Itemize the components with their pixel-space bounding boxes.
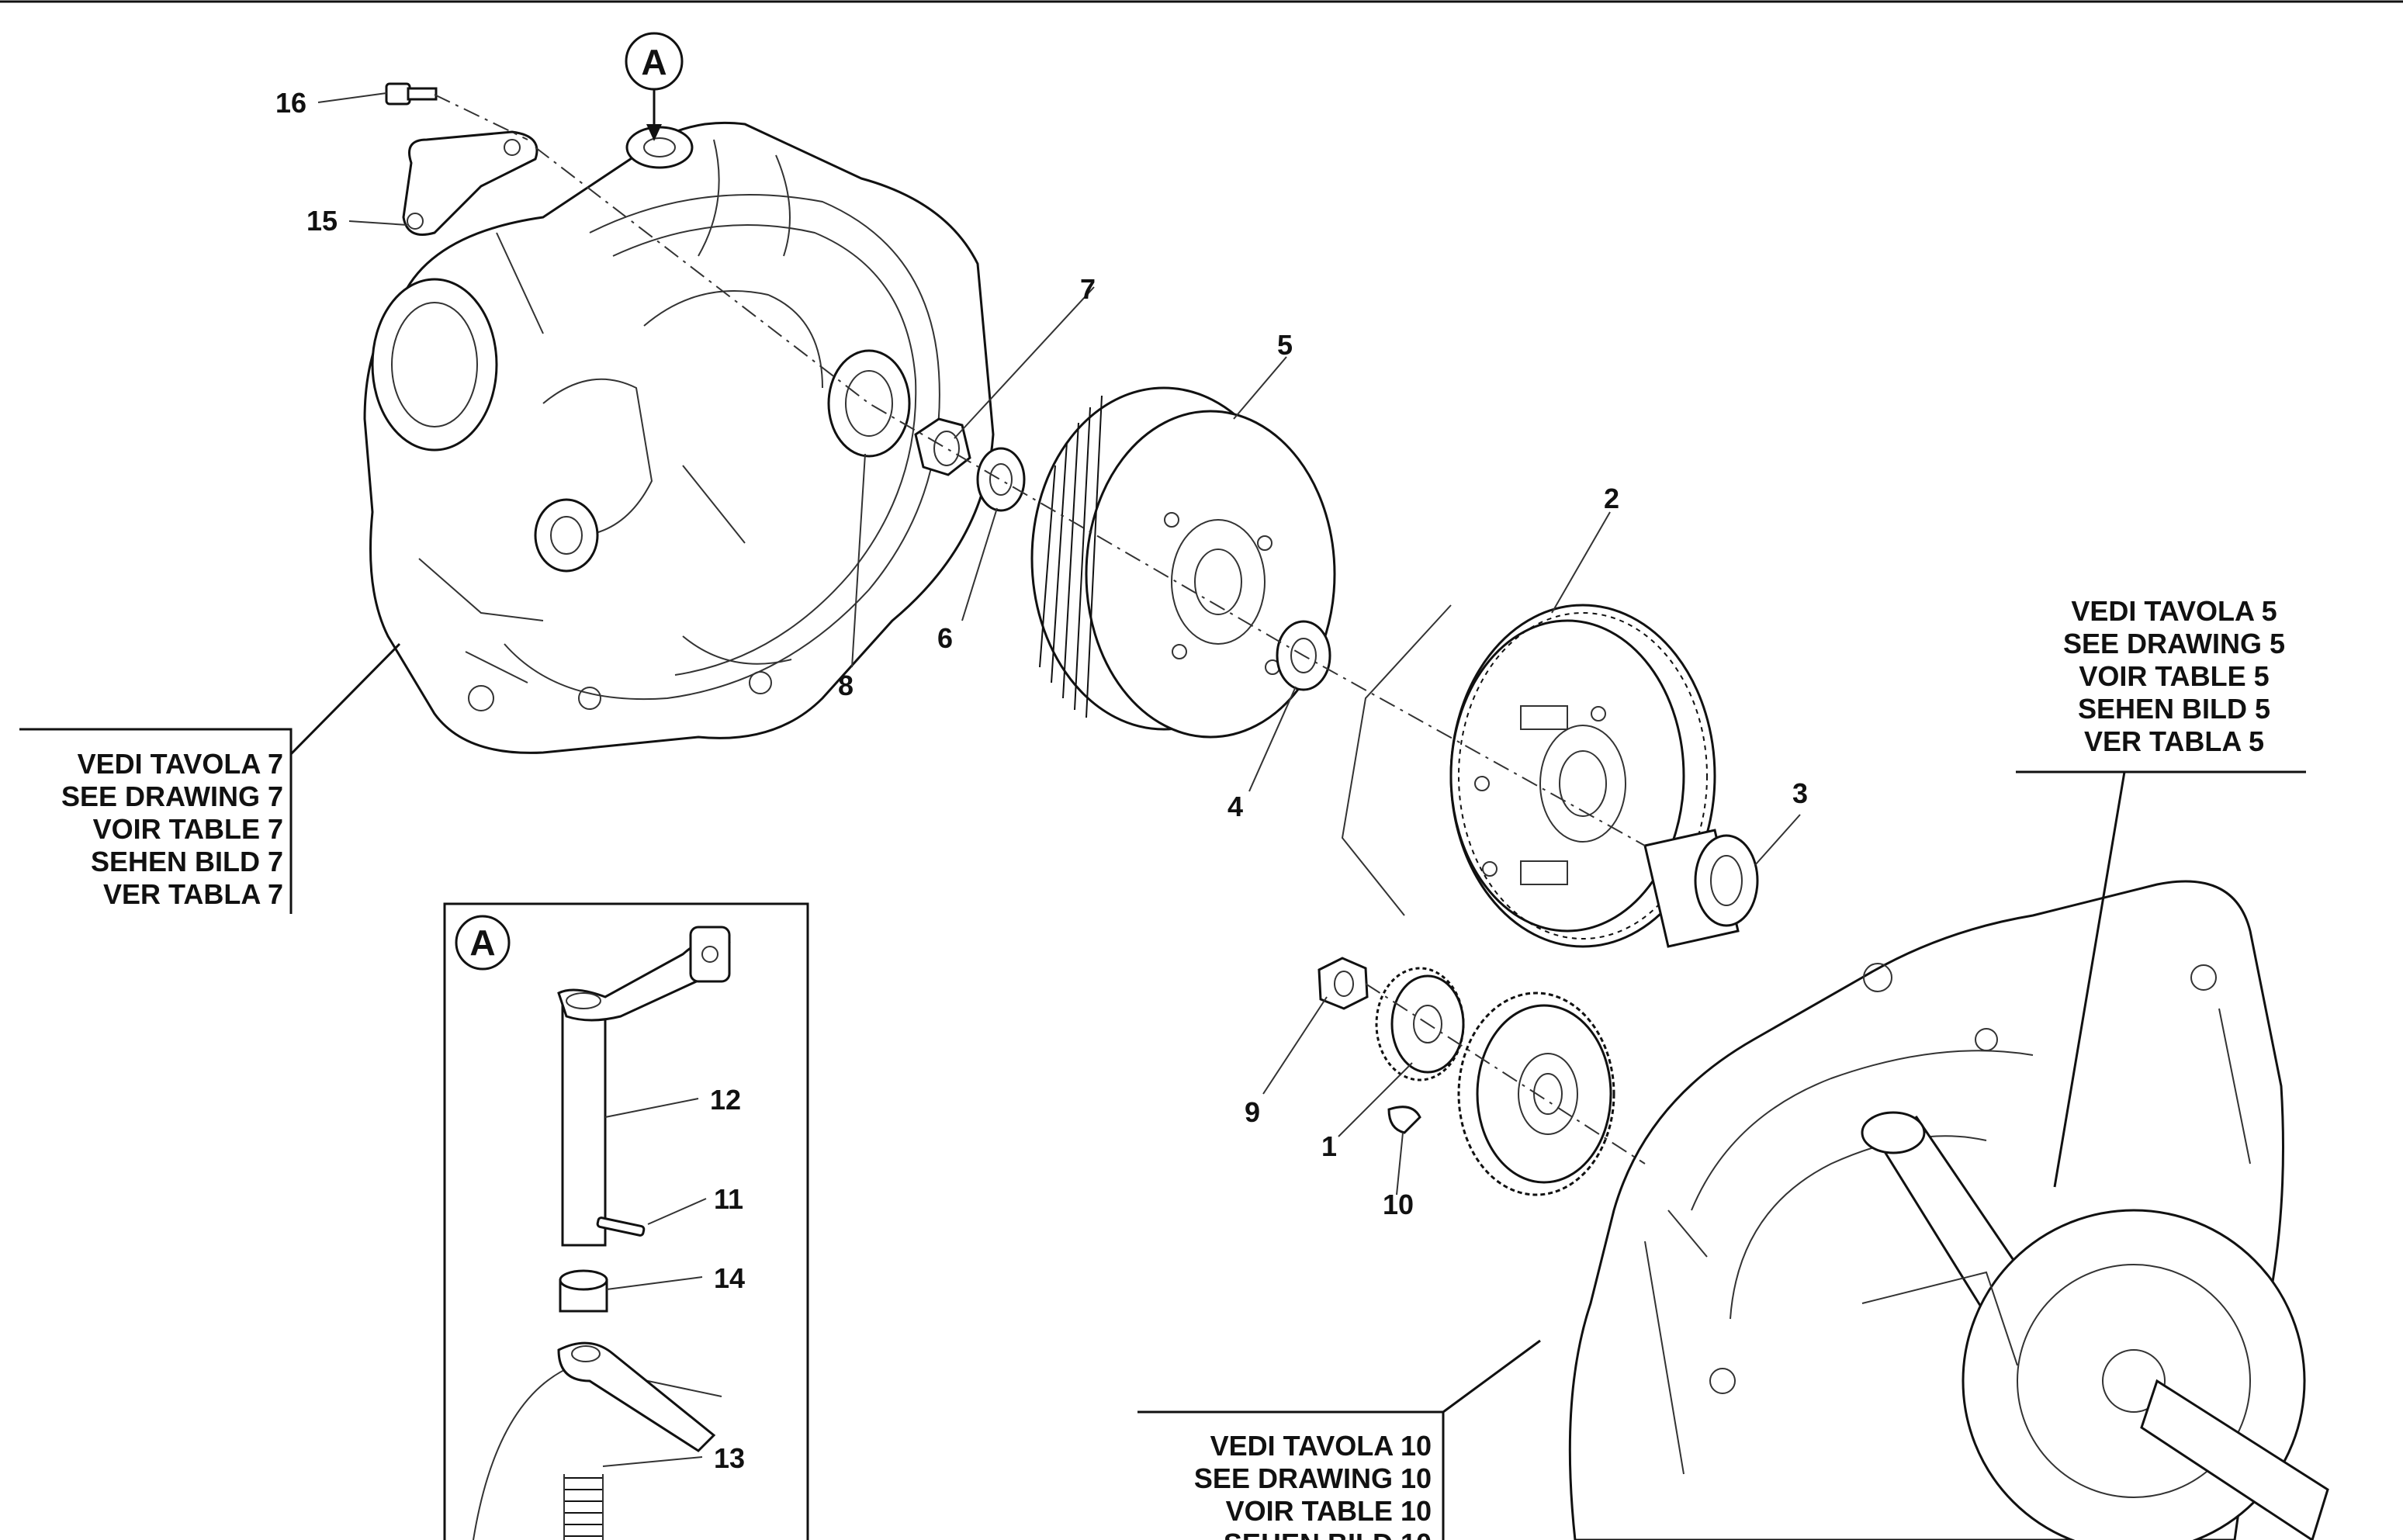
callout-12: 12	[710, 1084, 741, 1116]
callout-5: 5	[1277, 329, 1293, 361]
callout-10: 10	[1383, 1189, 1414, 1220]
ref7-line-3: VOIR TABLE 7	[93, 813, 283, 845]
washer-6-drawing	[976, 447, 1026, 512]
callout-numbers: 16 15 7 5 2 6 8 4 3 9 1 10 12 11 14 13	[275, 87, 1808, 1474]
callout-11: 11	[714, 1183, 743, 1215]
ref7-line-1: VEDI TAVOLA 7	[78, 748, 283, 780]
callout-13: 13	[714, 1442, 745, 1474]
ref5-line-3: VOIR TABLE 5	[2079, 660, 2269, 692]
ref7-line-4: SEHEN BILD 7	[91, 846, 283, 877]
inset-detail-a: A	[443, 902, 809, 1540]
bushing-3-drawing	[1643, 829, 1759, 948]
reference-drawing-5: VEDI TAVOLA 5 SEE DRAWING 5 VOIR TABLE 5…	[2016, 595, 2306, 1188]
callout-16: 16	[275, 87, 306, 119]
ref7-line-2: SEE DRAWING 7	[61, 780, 283, 812]
nut-7-drawing	[914, 417, 971, 476]
ref10-line-2: SEE DRAWING 10	[1194, 1462, 1432, 1494]
callout-6: 6	[937, 622, 953, 654]
callout-14: 14	[714, 1262, 745, 1294]
inset-marker-letter: A	[469, 922, 495, 963]
callout-1: 1	[1321, 1130, 1337, 1162]
ref10-line-3: VOIR TABLE 10	[1226, 1495, 1432, 1527]
bolt-16-drawing	[385, 82, 438, 106]
seal-8-drawing	[827, 349, 911, 458]
reference-drawing-10: VEDI TAVOLA 10 SEE DRAWING 10 VOIR TABLE…	[1137, 1339, 1541, 1540]
ref5-line-4: SEHEN BILD 5	[2078, 693, 2270, 725]
assembly-axes	[434, 94, 1646, 1165]
gear-1-drawing	[1375, 967, 1465, 1081]
callout-2: 2	[1604, 483, 1619, 514]
reference-drawing-7: VEDI TAVOLA 7 SEE DRAWING 7 VOIR TABLE 7…	[19, 642, 401, 914]
ref7-line-5: VER TABLA 7	[103, 878, 283, 910]
ref5-line-2: SEE DRAWING 5	[2063, 628, 2285, 659]
callout-15: 15	[306, 205, 338, 237]
crankcase-drawing	[1568, 880, 2329, 1540]
key-10-drawing	[1387, 1106, 1421, 1134]
callout-3: 3	[1792, 777, 1808, 809]
ref5-line-1: VEDI TAVOLA 5	[2071, 595, 2277, 627]
clutch-assembly-5-drawing	[1030, 386, 1336, 739]
leader-lines	[317, 92, 1801, 1467]
ref5-line-5: VER TABLA 5	[2084, 725, 2264, 757]
callout-4: 4	[1227, 791, 1243, 822]
nut-9-drawing	[1317, 957, 1369, 1010]
bracket-15-drawing	[402, 130, 538, 236]
ref10-line-1: VEDI TAVOLA 10	[1210, 1430, 1432, 1462]
callout-7: 7	[1080, 273, 1096, 305]
detail-marker-letter: A	[641, 42, 667, 82]
callout-8: 8	[838, 670, 854, 701]
crankcase-cover-drawing	[363, 121, 995, 754]
ref10-line-4: SEHEN BILD 10	[1224, 1528, 1432, 1540]
callout-9: 9	[1245, 1096, 1260, 1128]
detail-marker-a: A	[625, 32, 684, 141]
